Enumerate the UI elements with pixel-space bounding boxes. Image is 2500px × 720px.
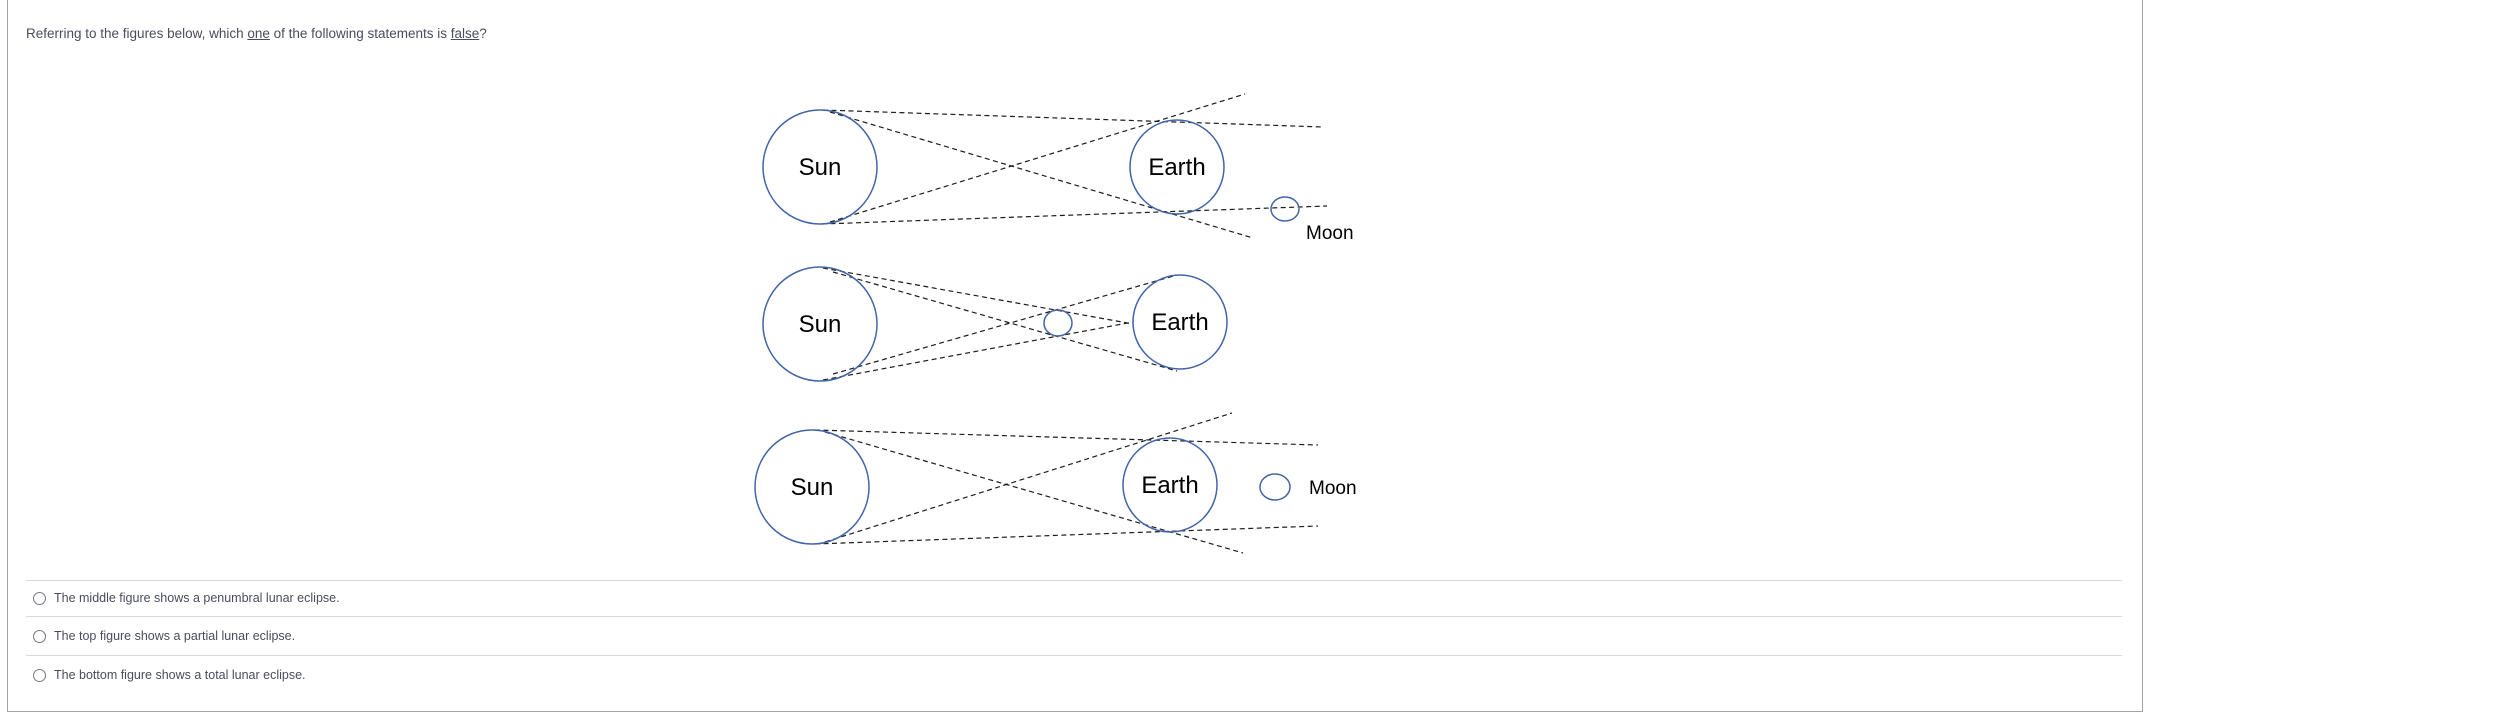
question-text-part: of the following statements is <box>269 26 451 41</box>
radio-button[interactable] <box>33 668 46 682</box>
divider <box>26 580 2122 581</box>
radio-button[interactable] <box>33 629 46 643</box>
question-text-part: ? <box>479 26 487 41</box>
question-text-part: Referring to the figures below, which <box>26 26 248 41</box>
divider <box>26 655 2122 656</box>
answer-option-label[interactable]: The bottom figure shows a total lunar ec… <box>54 668 306 682</box>
answer-option-middle-penumbral[interactable]: The middle figure shows a penumbral luna… <box>26 584 2122 612</box>
radio-button[interactable] <box>33 591 46 605</box>
question-text: Referring to the figures below, which on… <box>26 24 487 43</box>
question-emphasis-false: false <box>450 26 480 41</box>
answer-option-label[interactable]: The top figure shows a partial lunar ecl… <box>54 629 296 643</box>
answer-option-bottom-total[interactable]: The bottom figure shows a total lunar ec… <box>26 661 2122 689</box>
question-emphasis-one: one <box>247 26 270 41</box>
divider <box>26 616 2122 617</box>
answer-option-label[interactable]: The middle figure shows a penumbral luna… <box>54 591 340 605</box>
answer-option-top-partial[interactable]: The top figure shows a partial lunar ecl… <box>26 622 2122 650</box>
